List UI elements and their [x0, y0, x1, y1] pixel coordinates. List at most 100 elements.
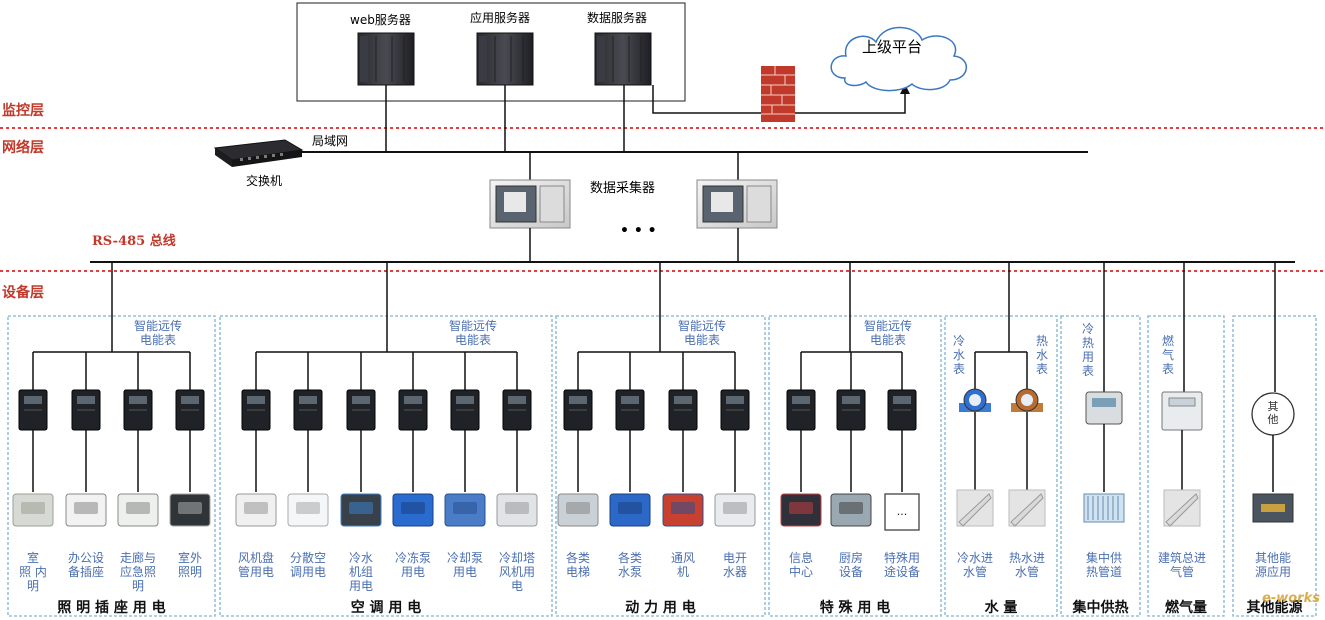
device-label: 集中供热管道	[1086, 550, 1122, 579]
device-image	[12, 493, 54, 527]
data-collector-2-icon	[696, 179, 778, 229]
device-label: 冷冻泵用电	[395, 550, 431, 579]
device-label: 电开水器	[723, 551, 747, 579]
device-label: 室照 内明	[19, 550, 47, 593]
device-image	[830, 493, 872, 527]
device-label: 冷水机组用电	[349, 551, 373, 593]
group-box	[944, 315, 1058, 617]
app-server-label: 应用服务器	[470, 10, 530, 25]
collector-label: 数据采集器	[590, 180, 655, 196]
device-image	[714, 493, 756, 527]
electric-meter-icon	[123, 389, 153, 431]
device-image: ...	[884, 493, 920, 531]
cloud-arrow-icon	[900, 84, 910, 94]
meter-type-label: 智能远传电能表	[134, 318, 182, 347]
hot-water-meter-icon	[1011, 388, 1043, 412]
meter-type-label: 智能远传电能表	[449, 318, 497, 347]
group-title: 照 明 插 座 用 电	[57, 599, 165, 616]
device-label: 分散空调用电	[290, 550, 326, 579]
meter-type-label: 智能远传电能表	[678, 318, 726, 347]
other-meter-label: 其他	[1268, 400, 1279, 426]
group-box	[1147, 315, 1225, 617]
web-server-icon	[357, 32, 415, 86]
group-box	[1060, 315, 1141, 617]
web-server-label: web服务器	[350, 12, 411, 27]
app-server-icon	[476, 32, 534, 86]
electric-meter-icon	[502, 389, 532, 431]
device-image	[1083, 493, 1125, 523]
device-image	[956, 489, 994, 527]
device-label: 各类电梯	[566, 550, 590, 579]
cloud-label: 上级平台	[862, 38, 922, 56]
cold-meter-label: 冷水表	[953, 334, 965, 376]
device-label: 冷却泵用电	[447, 551, 483, 579]
group-box	[555, 315, 766, 617]
device-label: 特殊用途设备	[884, 550, 920, 579]
device-label: 冷水进水管	[957, 551, 993, 579]
electric-meter-icon	[563, 389, 593, 431]
meter-type-label: 智能远传电能表	[864, 318, 912, 347]
other-meter-icon: 其他	[1251, 392, 1295, 436]
collector-ellipsis: • • •	[620, 223, 657, 239]
device-label: 各类水泵	[618, 550, 642, 579]
electric-meter-icon	[450, 389, 480, 431]
group-title: 空 调 用 电	[351, 599, 422, 616]
group-title: 特 殊 用 电	[820, 599, 891, 616]
device-label: 办公设备插座	[68, 550, 104, 579]
layer-network-label: 网络层	[2, 139, 44, 156]
device-image	[780, 493, 822, 527]
lan-label: 局域网	[312, 134, 348, 148]
device-label: 厨房设备	[839, 550, 863, 579]
electric-meter-icon	[720, 389, 750, 431]
electric-meter-icon	[346, 389, 376, 431]
group-title: 水 量	[985, 599, 1018, 616]
data-server-label: 数据服务器	[587, 10, 647, 25]
device-label: 信息中心	[789, 550, 813, 579]
layer-device-label: 设备层	[2, 284, 44, 301]
device-label: 建筑总进气管	[1158, 550, 1206, 579]
device-image	[65, 493, 107, 527]
device-image	[609, 493, 651, 527]
group-box	[219, 315, 553, 617]
device-image	[1252, 493, 1294, 523]
device-image	[662, 493, 704, 527]
group-2: 空 调 用 电风机盘管用电分散空调用电冷水机组用电冷冻泵用电冷却泵用电冷却塔风机…	[219, 262, 553, 617]
electric-meter-icon	[786, 389, 816, 431]
gas-meter-icon	[1161, 391, 1203, 431]
device-image	[340, 493, 382, 527]
device-label: 室外照明	[178, 550, 202, 579]
device-image	[1163, 489, 1201, 527]
switch-icon	[213, 139, 304, 167]
cold-water-meter-icon	[959, 388, 991, 412]
data-server-icon	[594, 32, 652, 86]
electric-meter-icon	[887, 389, 917, 431]
electric-meter-icon	[615, 389, 645, 431]
rs485-bus-label: RS-485 总线	[92, 233, 176, 249]
device-label: 热水进水管	[1009, 551, 1045, 579]
group-title: 燃气量	[1165, 599, 1207, 616]
electric-meter-icon	[175, 389, 205, 431]
watermark: e-works	[1262, 591, 1320, 606]
device-image	[117, 493, 159, 527]
device-image	[496, 493, 538, 527]
hot-meter-label: 热水表	[1036, 334, 1048, 376]
group-4: 特 殊 用 电 信息中心 厨房设备... 特殊用途设备 智能远传电能表	[768, 262, 942, 617]
group-title: 集中供热	[1072, 599, 1129, 616]
heat-meter-icon	[1085, 391, 1123, 425]
device-label: 冷却塔风机用电	[499, 551, 535, 593]
device-image	[557, 493, 599, 527]
gas-meter-label: 燃气表	[1162, 333, 1174, 376]
device-image	[1008, 489, 1046, 527]
electric-meter-icon	[293, 389, 323, 431]
device-image	[287, 493, 329, 527]
group-title: 动 力 用 电	[625, 599, 696, 616]
data-collector-1-icon	[489, 179, 571, 229]
electric-meter-icon	[836, 389, 866, 431]
layer-monitor-label: 监控层	[2, 102, 44, 119]
electric-meter-icon	[18, 389, 48, 431]
